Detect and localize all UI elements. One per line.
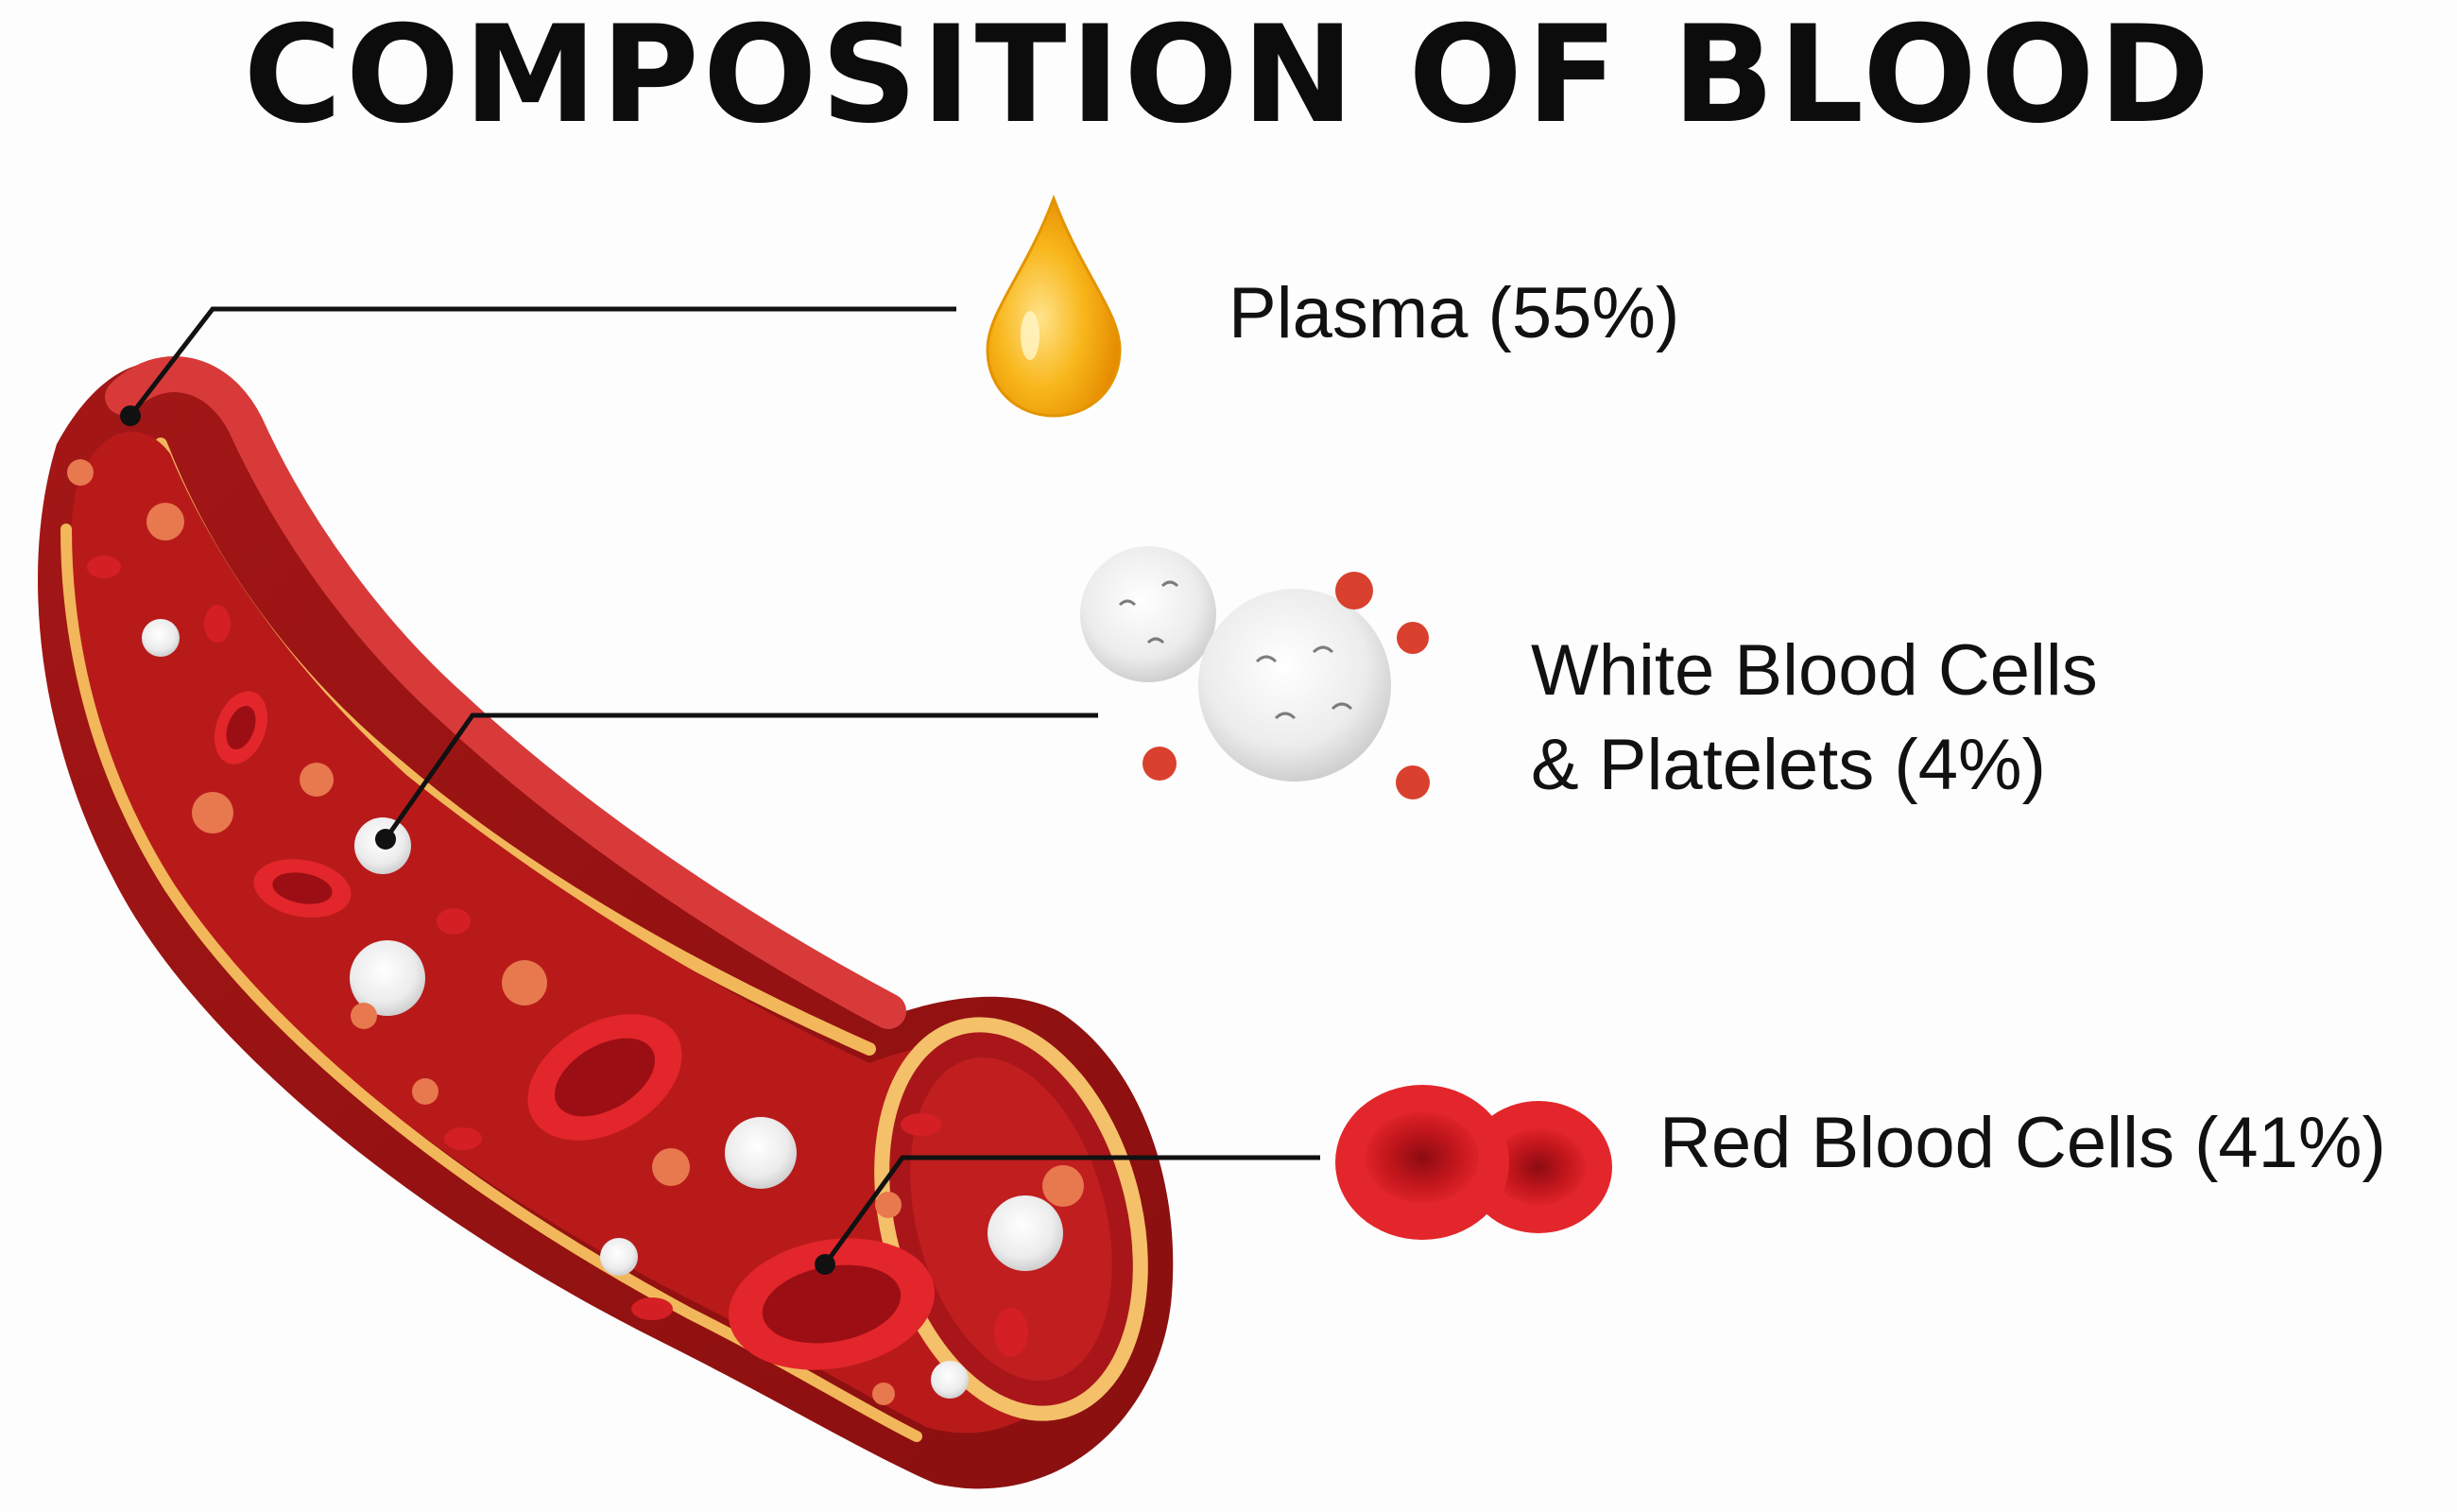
label-red-blood-cells: Red Blood Cells (41%) <box>1659 1096 2386 1191</box>
red-blood-cells-icon <box>1335 1085 1612 1240</box>
leader-dot-red-blood-cells <box>815 1254 835 1275</box>
leader-dot-white-blood-cells <box>375 829 396 850</box>
label-red-blood-cells-line: Red Blood Cells (41%) <box>1659 1103 2386 1183</box>
white-blood-cell <box>142 619 180 657</box>
label-white-blood-cells-line-2: & Platelets (4%) <box>1531 725 2046 806</box>
red-blood-cell <box>729 1238 935 1370</box>
label-plasma-line: Plasma (55%) <box>1228 273 1680 353</box>
leader-line-red-blood-cells <box>822 1155 1320 1266</box>
platelet <box>351 1003 377 1029</box>
vessel-lumen <box>69 431 1108 1434</box>
white-blood-cell <box>988 1195 1063 1271</box>
platelet <box>67 459 94 486</box>
red-blood-cell <box>527 1014 682 1141</box>
white-blood-cells-icon <box>1080 546 1430 799</box>
red-blood-cell <box>253 859 352 918</box>
platelet <box>872 1383 895 1405</box>
white-blood-cell <box>600 1238 638 1276</box>
vessel-wall-band <box>105 356 906 1029</box>
red-blood-cell <box>444 1127 482 1150</box>
white-blood-cell <box>350 940 425 1016</box>
platelet <box>412 1078 438 1105</box>
label-white-blood-cells: White Blood Cells & Platelets (4%) <box>1531 624 2098 814</box>
platelet <box>146 503 184 541</box>
white-blood-cell <box>931 1361 969 1399</box>
leader-line-white-blood-cells <box>383 713 1098 841</box>
red-blood-cell <box>204 605 231 643</box>
platelet <box>192 792 233 833</box>
red-blood-cell <box>631 1297 673 1320</box>
platelet <box>652 1148 690 1186</box>
plasma-droplet-icon <box>986 194 1122 418</box>
platelet <box>875 1192 902 1218</box>
leader-line-plasma <box>129 306 956 418</box>
red-blood-cell <box>901 1113 942 1136</box>
red-blood-cell <box>87 556 121 578</box>
leader-lines <box>129 306 1320 1266</box>
page-title: COMPOSITION OF BLOOD <box>243 0 2214 153</box>
leader-dot-plasma <box>120 405 141 426</box>
red-blood-cell <box>214 691 268 765</box>
vessel-cells <box>67 459 1084 1405</box>
label-white-blood-cells-line-1: White Blood Cells <box>1531 630 2098 711</box>
white-blood-cell <box>725 1117 797 1189</box>
red-blood-cell <box>437 908 471 935</box>
platelet <box>1042 1165 1084 1207</box>
label-plasma: Plasma (55%) <box>1228 266 1679 361</box>
red-blood-cell <box>994 1308 1028 1357</box>
platelet <box>300 763 334 797</box>
platelet <box>502 960 547 1005</box>
